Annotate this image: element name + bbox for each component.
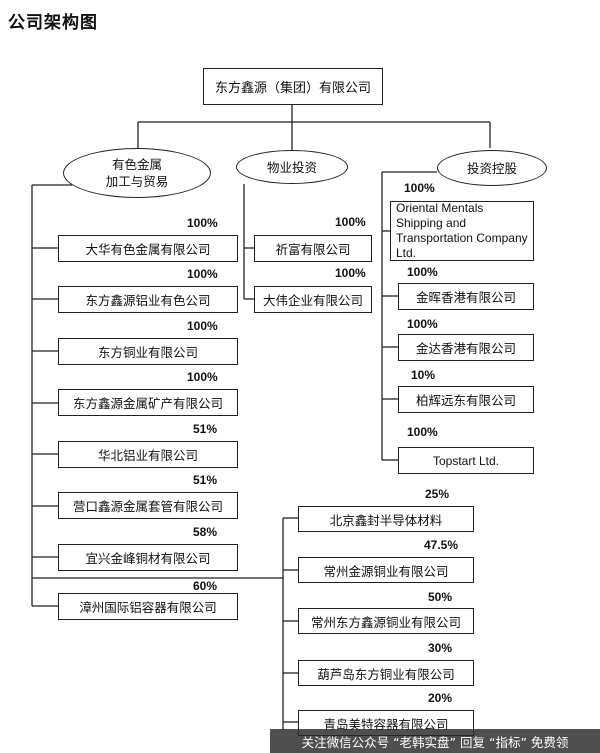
ownership-pct: 60%: [193, 579, 218, 593]
division-property-ellipse: 物业投资: [236, 150, 348, 184]
division-metals-line2: 加工与贸易: [105, 174, 169, 189]
ownership-pct: 100%: [187, 267, 218, 281]
ownership-pct: 30%: [428, 641, 453, 655]
ownership-pct: 20%: [428, 691, 453, 705]
division-metals-ellipse: 有色金属 加工与贸易: [63, 148, 211, 198]
subsidiary-box: 祈富有限公司: [254, 235, 372, 262]
page-title: 公司架构图: [8, 13, 98, 33]
subsidiary-box: 柏辉远东有限公司: [398, 386, 534, 413]
subsidiary-box: 东方鑫源铝业有色公司: [58, 286, 238, 313]
watermark-banner: 关注微信公众号 “老韩实盘” 回复 “指标” 免费领: [270, 729, 600, 753]
ownership-pct: 100%: [335, 266, 366, 280]
ownership-pct: 100%: [187, 319, 218, 333]
division-holding-ellipse: 投资控股: [437, 150, 547, 186]
associate-box: 葫芦岛东方铜业有限公司: [298, 660, 474, 686]
subsidiary-box: 金晖香港有限公司: [398, 283, 534, 310]
subsidiary-box: 漳州国际铝容器有限公司: [58, 593, 238, 620]
ownership-pct: 58%: [193, 525, 218, 539]
ownership-pct: 51%: [193, 473, 218, 487]
associate-box: 北京鑫封半导体材料: [298, 506, 474, 532]
subsidiary-box: 东方鑫源金属矿产有限公司: [58, 389, 238, 416]
subsidiary-box: Topstart Ltd.: [398, 447, 534, 474]
subsidiary-box: Oriental Mentals Shipping and Transporta…: [390, 201, 534, 261]
root-company-box: 东方鑫源（集团）有限公司: [203, 68, 383, 105]
ownership-pct: 100%: [187, 216, 218, 230]
ownership-pct: 100%: [335, 215, 366, 229]
ownership-pct: 50%: [428, 590, 453, 604]
ownership-pct: 25%: [425, 487, 450, 501]
ownership-pct: 100%: [407, 425, 438, 439]
associate-box: 常州金源铜业有限公司: [298, 557, 474, 583]
ownership-pct: 100%: [404, 181, 435, 195]
subsidiary-box: 宜兴金峰铜材有限公司: [58, 544, 238, 571]
subsidiary-box: 大华有色金属有限公司: [58, 235, 238, 262]
ownership-pct: 47.5%: [424, 538, 459, 552]
ownership-pct: 51%: [193, 422, 218, 436]
subsidiary-box: 华北铝业有限公司: [58, 441, 238, 468]
subsidiary-box: 大伟企业有限公司: [254, 286, 372, 313]
subsidiary-box: 东方铜业有限公司: [58, 338, 238, 365]
ownership-pct: 100%: [187, 370, 218, 384]
subsidiary-box: 金达香港有限公司: [398, 334, 534, 361]
division-metals-line1: 有色金属: [111, 157, 162, 172]
ownership-pct: 100%: [407, 317, 438, 331]
ownership-pct: 10%: [411, 368, 436, 382]
ownership-pct: 100%: [407, 265, 438, 279]
subsidiary-box: 营口鑫源金属套管有限公司: [58, 492, 238, 519]
associate-box: 常州东方鑫源铜业有限公司: [298, 608, 474, 634]
